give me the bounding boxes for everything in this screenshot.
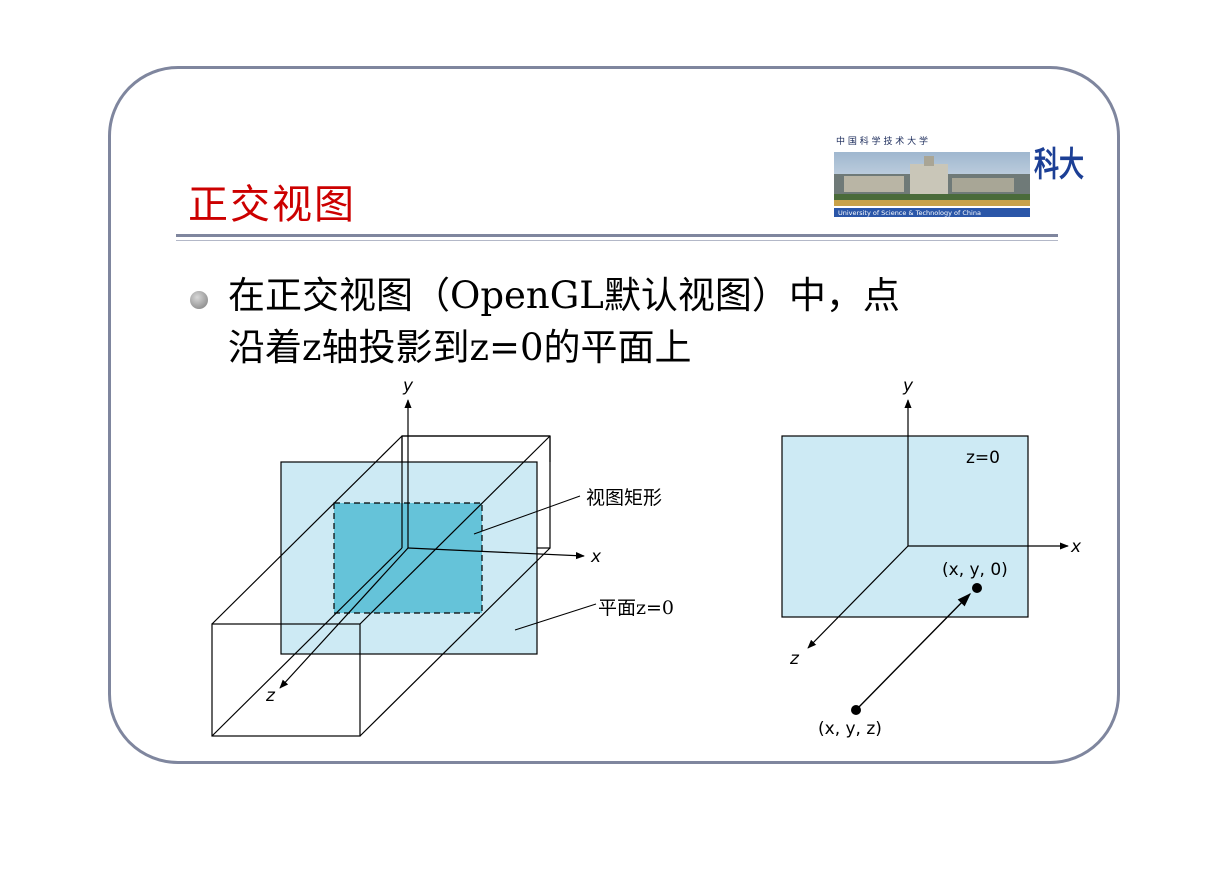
source-point-marker: [851, 705, 861, 715]
logo-bottom-text: University of Science & Technology of Ch…: [838, 209, 981, 217]
projected-point-marker: [972, 583, 982, 593]
left-axis-x-label: x: [590, 547, 602, 567]
logo-top-text: 中 国 科 学 技 术 大 学: [836, 135, 928, 147]
projected-point-label: (x, y, 0): [942, 560, 1008, 580]
right-axis-x-label: x: [1070, 537, 1082, 557]
university-logo: 中 国 科 学 技 术 大 学 University of Science & …: [834, 135, 1084, 217]
plane-callout-line: [514, 603, 597, 631]
view-rect-label: 视图矩形: [586, 487, 662, 509]
volume-edge-top-right: [359, 435, 551, 625]
left-axis-z-label: z: [265, 686, 276, 706]
left-axis-x: [407, 547, 585, 560]
right-diagram: y x z z=0 (x, y, 0) (x, y, z): [781, 376, 1082, 739]
slide-title: 正交视图: [188, 182, 356, 228]
view-rect-callout-line: [473, 495, 581, 535]
title-divider-thin: [176, 240, 1058, 241]
right-axis-z-label: z: [789, 649, 800, 669]
left-axis-y-label: y: [402, 376, 414, 396]
logo-emblem: 科大: [1034, 145, 1084, 185]
bullet-line-1: 在正交视图（OpenGL默认视图）中，点: [228, 274, 900, 317]
right-axis-z: [807, 545, 909, 649]
plane-label: 平面z=0: [598, 597, 674, 619]
right-axis-y-label: y: [902, 376, 914, 396]
right-plane-label: z=0: [966, 448, 1000, 468]
right-plane-z0: [781, 435, 1029, 618]
left-diagram: y x z 视图矩形 平面z=0: [211, 376, 674, 737]
source-point-label: (x, y, z): [818, 719, 882, 739]
projection-arrow: [855, 593, 971, 711]
bullet-marker: [190, 291, 208, 309]
title-divider: [176, 234, 1058, 237]
volume-edge-bottom-left: [211, 547, 403, 737]
volume-edge-bottom-right: [359, 547, 551, 737]
volume-edge-top-left: [211, 435, 403, 625]
view-volume-front-face: [211, 623, 361, 737]
left-axis-z: [279, 547, 409, 689]
bullet-line-2: 沿着z轴投影到z=0的平面上: [228, 326, 692, 369]
bullet-text: 在正交视图（OpenGL默认视图）中，点 沿着z轴投影到z=0的平面上: [228, 270, 1048, 374]
